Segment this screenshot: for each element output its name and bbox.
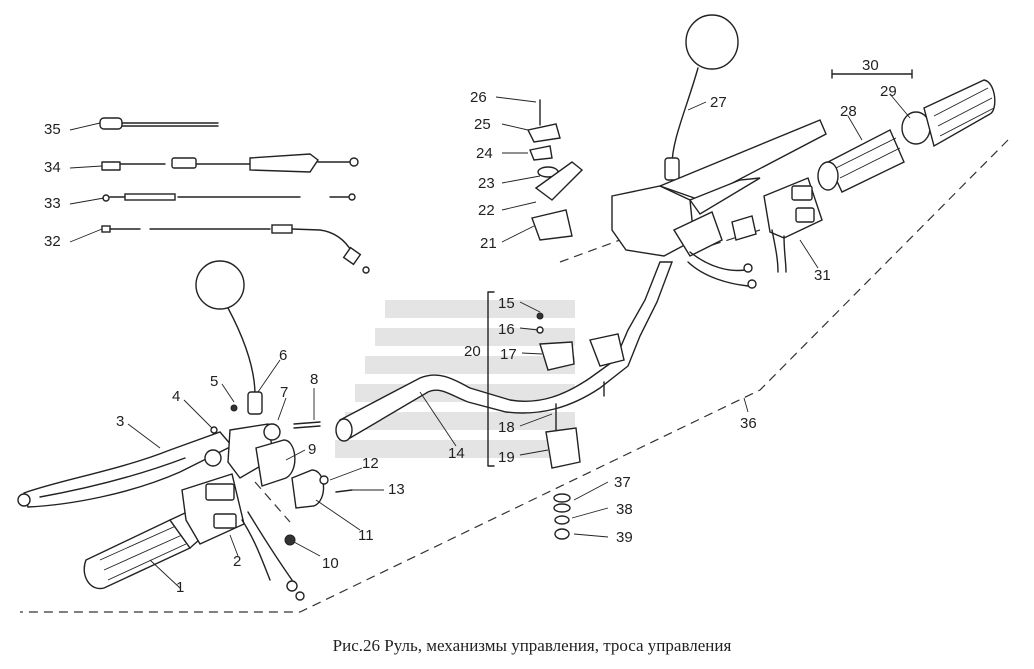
callout-13: 13 [388,481,405,498]
callout-23: 23 [478,175,495,192]
callout-1: 1 [176,579,185,596]
callout-29: 29 [880,83,897,100]
callout-3: 3 [116,413,125,430]
brake-master-cylinder [611,119,827,289]
callout-9: 9 [308,441,317,458]
callout-39: 39 [616,529,633,546]
callout-30: 30 [862,57,879,74]
callout-34: 34 [44,159,61,176]
callout-11: 11 [358,527,374,544]
callout-4: 4 [172,388,181,405]
callout-19: 19 [498,449,515,466]
callout-12: 12 [362,455,379,472]
throttle-parts [526,99,584,241]
left-mount-parts [210,404,353,546]
callout-16: 16 [498,321,515,338]
callout-leaders [69,93,911,589]
cable-35 [99,117,219,130]
callout-28: 28 [840,103,857,120]
callout-35: 35 [44,121,61,138]
callout-26: 26 [470,89,487,106]
callout-14: 14 [448,445,465,462]
callout-24: 24 [476,145,493,162]
right-grip [817,69,996,193]
callout-17: 17 [500,346,517,363]
callout-10: 10 [322,555,339,572]
callout-5: 5 [210,373,219,390]
callout-2: 2 [233,553,242,570]
washers-and-nut [553,493,571,540]
right-mirror [664,14,739,181]
right-switch [731,177,823,273]
callout-8: 8 [310,371,319,388]
cable-34 [101,153,359,173]
callout-38: 38 [616,501,633,518]
callout-18: 18 [498,419,515,436]
dashed-leader-switch [711,229,761,246]
callout-31: 31 [814,267,831,284]
callout-25: 25 [474,116,491,133]
figure-caption: Рис.26 Руль, механизмы управления, троса… [332,636,732,655]
callout-7: 7 [280,384,289,401]
cable-33 [102,193,356,202]
callout-36: 36 [740,415,757,432]
callout-21: 21 [480,235,497,252]
cable-32 [101,224,370,274]
callout-22: 22 [478,202,495,219]
callout-15: 15 [498,295,515,312]
callout-20: 20 [464,343,481,360]
handlebar-tube [335,261,674,442]
dashed-leader-left [254,481,291,523]
callout-32: 32 [44,233,61,250]
handlebar-clamps [487,291,625,469]
watermark-logo [335,300,575,458]
left-grip-and-switch [83,473,305,601]
left-mirror [195,260,263,415]
callout-6: 6 [279,347,288,364]
callout-33: 33 [44,195,61,212]
assembly-boundary-line [20,139,1009,613]
callout-37: 37 [614,474,631,491]
callout-27: 27 [710,94,727,111]
